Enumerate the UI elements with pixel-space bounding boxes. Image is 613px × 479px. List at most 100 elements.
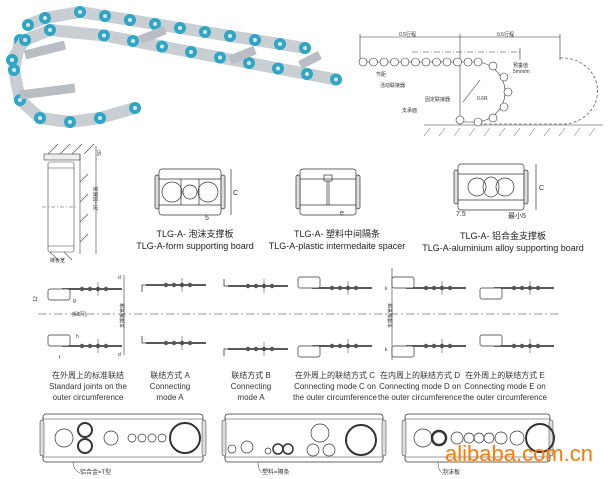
joint-bolt: [519, 285, 525, 291]
dim-f: f: [59, 355, 61, 361]
cable-circle: [310, 423, 330, 443]
svg-text:C: C: [539, 185, 544, 192]
svg-text:C: C: [233, 190, 238, 197]
joint-bolt: [337, 285, 343, 291]
joint-bolt: [245, 346, 251, 352]
chain-link: [358, 57, 368, 67]
caption-line-en1: Connecting mode C on: [294, 382, 376, 391]
plastic-spacer-title-cn: TLG-A- 塑料中间隔条: [293, 229, 380, 239]
aluminium-board-dim: 7.5: [456, 211, 466, 218]
radius-label: 0.6R: [477, 96, 488, 102]
joint-bolt: [79, 286, 85, 292]
chain-link: [499, 102, 509, 112]
caption-line-en1: Connecting: [149, 382, 191, 391]
joint-bolt: [253, 283, 259, 289]
chain-link: [503, 87, 513, 97]
joint-bolt: [353, 343, 359, 349]
joint-bolt: [535, 285, 541, 291]
joint-bolt: [269, 283, 275, 289]
plastic-spacer-dim: e: [340, 210, 344, 217]
joint-bolt: [353, 285, 359, 291]
joint-bracket: [297, 345, 321, 358]
support-width-label-2: 支撑板宽度: [388, 302, 395, 329]
joint-bracket: [479, 287, 503, 300]
joint-bolt: [447, 343, 453, 349]
aluminium-board-title-en: TLG-A-aluminium alloy supporting board: [422, 243, 584, 253]
caption-line-cn: 联结方式 A: [150, 371, 190, 380]
form-board-title-en: TLG-A-form supporting board: [136, 241, 254, 251]
form-board-drawing: C: [154, 168, 238, 216]
chain-link: [463, 57, 473, 67]
caption-line-en1: Connecting mode E on: [464, 382, 546, 391]
joint-bolt: [431, 285, 437, 291]
joint-bolt: [87, 286, 93, 292]
top-dimension: 50: [96, 150, 103, 156]
joint-bolt: [253, 346, 259, 352]
cross-section-layouts: [39, 413, 555, 474]
caption-line-cn: 在外周上的联结方式 E: [465, 371, 545, 380]
chain-link: [473, 57, 483, 67]
joint-bolt: [329, 343, 335, 349]
sag-value: 5mm/m: [513, 69, 530, 75]
caption-line-cn: 联结方式 B: [231, 371, 271, 380]
aluminium-board-title-cn: TLG-A- 铝合金支撑板: [459, 231, 546, 241]
caption-line-cn: 在外周上的标准联结: [52, 371, 124, 380]
dim-d-top: d: [118, 275, 121, 281]
dim-h: h: [76, 334, 79, 340]
joint-bolt: [423, 285, 429, 291]
cable-circle: [147, 433, 157, 443]
cable-circle: [264, 447, 272, 455]
joint-bolt: [163, 282, 169, 288]
caption-line-en1: Connecting mode D on: [379, 382, 461, 391]
moving-connector-label: 活动联接器: [380, 83, 406, 89]
height-label: 2R+链板高: [93, 186, 100, 211]
joint-bracket: [391, 276, 415, 289]
dim-g: g: [73, 298, 76, 304]
joint-bolt: [511, 285, 517, 291]
cable-circle: [430, 429, 448, 447]
cable-circle: [282, 443, 294, 455]
caption-line-cn: 在外周上的联结方式 C: [295, 371, 375, 380]
caption-line-en1: Standard joints on the: [49, 382, 127, 391]
chain-link: [421, 57, 431, 67]
dim-12: 12: [32, 296, 39, 302]
joint-bolt: [87, 343, 93, 349]
chain-link: [432, 57, 441, 67]
joint-bracket: [479, 334, 503, 347]
dim-k-top: k: [385, 286, 388, 292]
cable-circle: [227, 444, 237, 454]
joint-bolt: [103, 286, 109, 292]
chain-link: [453, 57, 462, 67]
joint-bolt: [269, 346, 275, 352]
form-board-title-cn: TLG-A- 泡沫支撑板: [156, 229, 234, 239]
plastic-spacer-caption: TLG-A- 塑料中间隔条 TLG-A-plastic intermedaite…: [262, 228, 412, 252]
cable-circle: [169, 422, 201, 454]
chain-cross-section: [42, 143, 97, 261]
width-label: 链板宽: [50, 258, 66, 264]
joint-bolt: [423, 343, 429, 349]
form-board-dim: 5: [205, 215, 209, 222]
chain-link: [473, 117, 483, 127]
cable-circle: [483, 432, 495, 444]
chain-link: [411, 57, 420, 67]
caption-line-cn: 在内周上的联结方式 D: [380, 371, 460, 380]
chain-link: [488, 61, 498, 71]
cable-circle: [103, 430, 119, 446]
chain-link: [379, 57, 389, 67]
cable-circle: [77, 422, 93, 438]
joint-bolt: [171, 340, 177, 346]
joint-bolt: [519, 343, 525, 349]
cable-circle: [509, 430, 525, 446]
chain-link: [400, 57, 410, 67]
chain-link: [442, 57, 452, 67]
joint-bolt: [79, 343, 85, 349]
cable-circle: [240, 440, 254, 454]
section-label-plastic-spacer: 塑料=隔条: [262, 470, 290, 476]
joint-bolt: [337, 343, 343, 349]
cable-circle: [322, 443, 336, 457]
